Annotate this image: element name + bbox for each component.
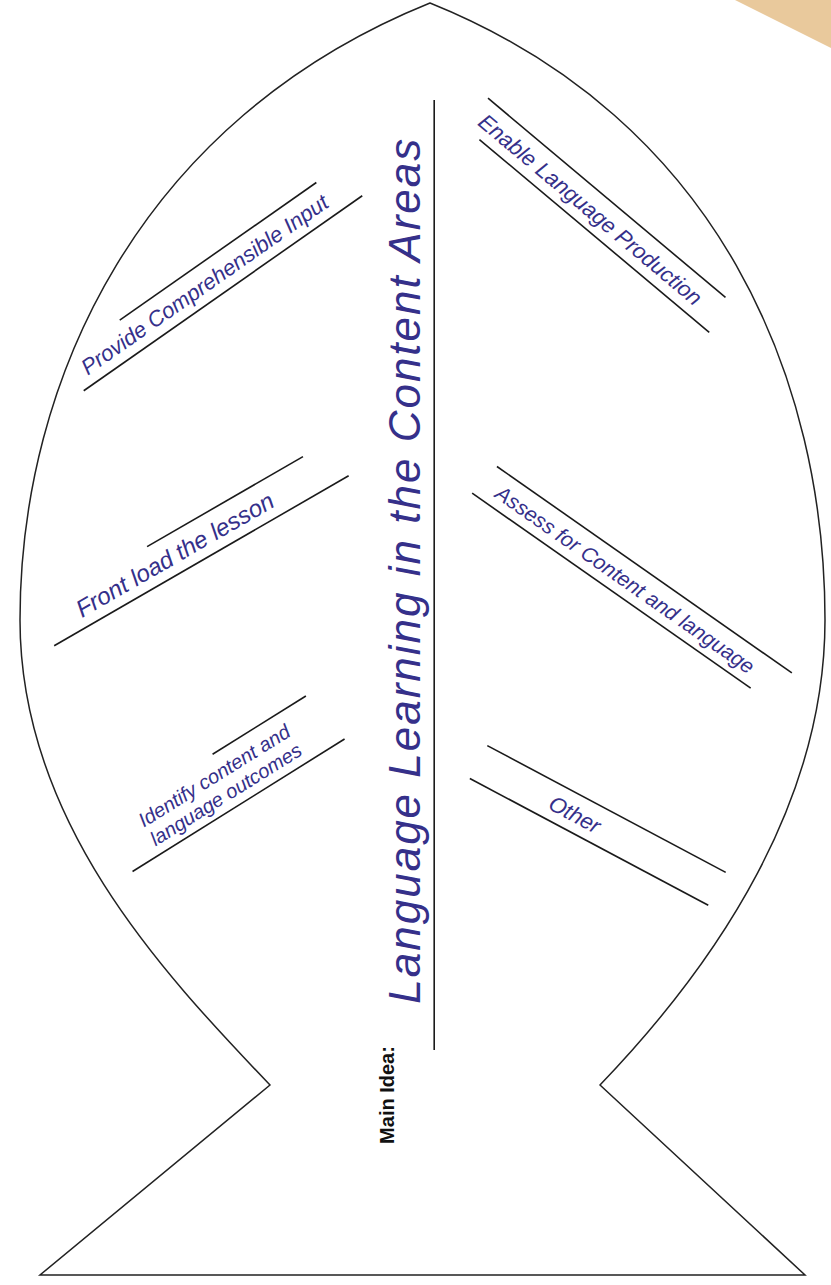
bone-line: [497, 466, 792, 672]
branch-label: Provide Comprehensible Input: [77, 190, 333, 380]
branch-label: Enable Language Production: [474, 110, 707, 311]
main-idea-heading: Main Idea:: [376, 1046, 398, 1144]
pencil-edge: [735, 0, 831, 48]
branch-label: Identify content and language outcomes: [124, 713, 317, 856]
bone-line: [487, 746, 725, 873]
bone-line: [84, 196, 363, 391]
bone-line: [472, 493, 751, 688]
main-idea-text: Language Learning in the Content Areas: [381, 137, 429, 1004]
branch-label: Assess for Content and language: [491, 481, 759, 678]
bone-line: [488, 98, 725, 297]
fish-outline: [20, 3, 825, 1275]
bone-line: [54, 476, 348, 646]
bone-line: [120, 183, 317, 321]
bone-line: [470, 778, 708, 905]
bone-line: [433, 100, 435, 1050]
branch-label: Front load the lesson: [71, 488, 278, 623]
branch-label: Other: [545, 791, 605, 838]
bone-line: [479, 140, 709, 333]
